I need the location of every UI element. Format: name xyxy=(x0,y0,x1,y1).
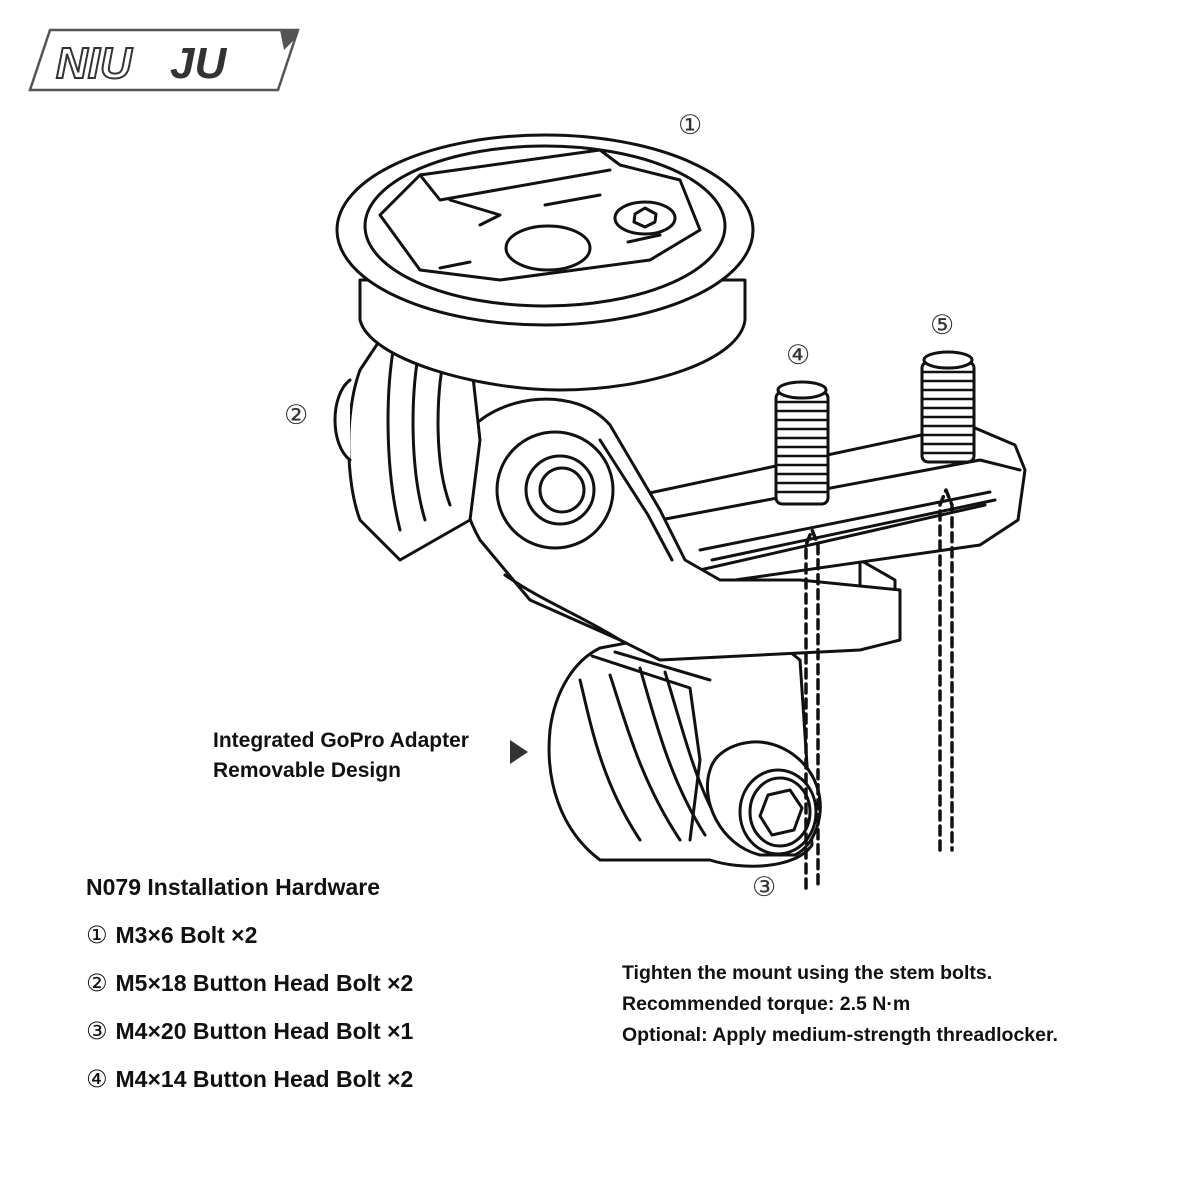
hardware-item-number: ② xyxy=(86,969,108,997)
hardware-item-text: M4×14 Button Head Bolt ×2 xyxy=(115,1066,414,1092)
hardware-list: N079 Installation Hardware ① M3×6 Bolt ×2… xyxy=(86,872,413,1112)
hardware-item-text: M3×6 Bolt ×2 xyxy=(115,922,258,948)
adapter-note-line-2: Removable Design xyxy=(213,759,401,782)
hardware-title: N079 Installation Hardware xyxy=(86,874,380,900)
notes-line-3: Optional: Apply medium-strength threadlo… xyxy=(622,1024,1058,1046)
logo-part-niu: NIU xyxy=(56,39,133,88)
insertion-guides xyxy=(804,488,954,890)
notes-line-1: Tighten the mount using the stem bolts. xyxy=(622,962,993,984)
callout-3: ③ xyxy=(752,872,777,903)
hardware-item-text: M4×20 Button Head Bolt ×1 xyxy=(115,1018,414,1044)
hardware-item-number: ① xyxy=(86,921,108,949)
hardware-item: ① M3×6 Bolt ×2 xyxy=(86,920,413,968)
callout-5: ⑤ xyxy=(930,310,955,341)
hardware-item: ③ M4×20 Button Head Bolt ×1 xyxy=(86,1016,413,1064)
stem-bolt-4 xyxy=(774,380,830,506)
hardware-item-number: ④ xyxy=(86,1065,108,1093)
mount-arm xyxy=(459,397,902,662)
callout-2: ② xyxy=(284,400,309,431)
computer-mount-head xyxy=(335,133,755,392)
notes-line-2: Recommended torque: 2.5 N·m xyxy=(622,993,911,1015)
callout-4: ④ xyxy=(786,340,811,371)
hardware-item-number: ③ xyxy=(86,1017,108,1045)
callout-1: ① xyxy=(678,110,703,141)
hardware-item: ④ M4×14 Button Head Bolt ×2 xyxy=(86,1064,413,1112)
pointer-arrow-icon xyxy=(510,740,528,764)
hardware-item-text: M5×18 Button Head Bolt ×2 xyxy=(115,970,414,996)
brand-logo: NIU JU xyxy=(28,28,300,92)
logo-frame xyxy=(28,28,300,92)
upper-prongs xyxy=(333,338,482,562)
installation-notes: Tighten the mount using the stem bolts. … xyxy=(622,958,1058,1051)
adapter-note: Integrated GoPro Adapter Removable Desig… xyxy=(213,726,469,786)
adapter-note-line-1: Integrated GoPro Adapter xyxy=(213,729,469,752)
logo-flag xyxy=(280,30,298,50)
hex-bolt-3 xyxy=(705,740,822,857)
logo-part-ju: JU xyxy=(170,39,227,88)
stem-bolt-5 xyxy=(920,350,976,464)
hardware-item: ② M5×18 Button Head Bolt ×2 xyxy=(86,968,413,1016)
